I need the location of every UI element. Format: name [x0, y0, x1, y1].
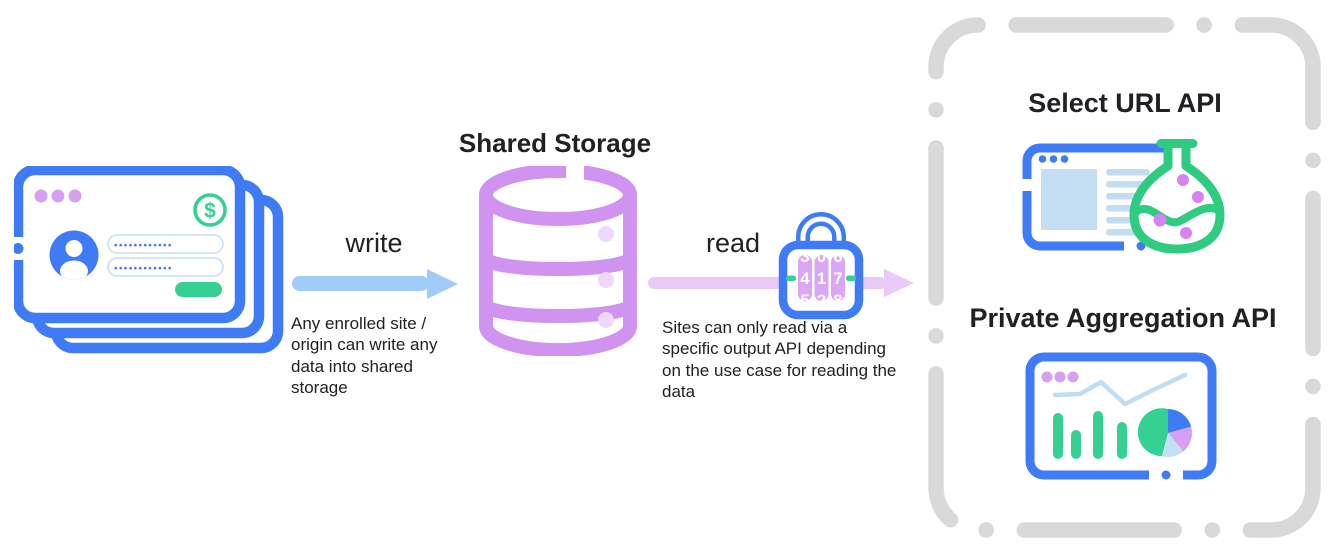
write-arrow-head-icon	[427, 269, 458, 299]
lock-wheel-1[interactable]	[798, 255, 812, 301]
window-dot-icon	[1049, 155, 1058, 163]
border-gap	[1022, 179, 1032, 191]
wheel2-current-digit: 1	[817, 269, 826, 288]
db-separator-2	[479, 298, 637, 323]
db-top	[479, 166, 637, 226]
db-dot-icon	[598, 272, 614, 288]
flask-bubble-icon	[1180, 227, 1192, 239]
lock-dash-right	[846, 275, 856, 281]
password-field-2-value: ••••••••••••	[114, 264, 173, 275]
password-field-2[interactable]	[107, 257, 224, 277]
window-dot-icon	[1054, 371, 1066, 383]
private-aggregation-api-title: Private Aggregation API	[969, 303, 1277, 333]
content-block	[1041, 169, 1097, 230]
wheel1-next-digit: 5	[800, 291, 809, 310]
border-dot	[14, 243, 24, 254]
flask-liquid-wave	[1131, 203, 1223, 227]
private-aggregation-api-icon	[1025, 352, 1217, 482]
output-apis-container	[928, 17, 1321, 538]
db-separator-1	[479, 251, 637, 276]
password-field-1[interactable]	[107, 234, 224, 254]
pie-slice-lightblue	[1161, 433, 1184, 458]
enrolled-sites-windows-icon: $ •••••••••••• ••••••••••••	[14, 166, 284, 354]
dollar-badge-icon: $	[193, 193, 227, 227]
password-field-1-value: ••••••••••••	[114, 241, 173, 252]
wheel3-current-digit: 7	[833, 269, 842, 288]
wheel3-next-digit: 8	[833, 291, 842, 310]
read-arrow-head-icon	[884, 269, 914, 297]
read-label: read	[705, 228, 761, 258]
select-url-api-title: Select URL API	[1028, 88, 1222, 118]
bar-chart	[1053, 411, 1127, 459]
db-bottom	[479, 319, 637, 356]
db-dot-icon	[598, 226, 614, 242]
combination-lock-icon: 3 0 6 4 1 7 5 2 8	[778, 212, 864, 320]
wheel2-next-digit: 2	[817, 291, 826, 310]
write-label: write	[345, 228, 403, 258]
dollar-sign: $	[204, 200, 216, 223]
read-note: Sites can only read via a specific outpu…	[662, 318, 897, 402]
window-dot-icon	[34, 189, 48, 203]
write-note: Any enrolled site / origin can write any…	[291, 314, 438, 398]
lock-wheel-3[interactable]	[831, 255, 845, 301]
db-dot-icon	[598, 312, 614, 328]
window-dot-icon	[68, 189, 82, 203]
avatar	[49, 230, 99, 280]
wheel2-prev-digit: 0	[817, 247, 826, 266]
avatar-shoulders	[60, 260, 88, 280]
window-dot-icon	[51, 189, 65, 203]
avatar-head	[65, 240, 83, 257]
pie-slice-purple	[1168, 426, 1193, 452]
pie-slice-green	[1137, 408, 1168, 457]
flask-bubble-icon	[1177, 174, 1189, 186]
wheel3-prev-digit: 6	[833, 247, 842, 266]
lock-dash-left	[786, 275, 796, 281]
border-dot	[1161, 470, 1171, 480]
select-url-api-icon	[1022, 139, 1225, 254]
flask-bubble-icon	[1192, 191, 1204, 203]
pie-slice-blue	[1168, 409, 1192, 433]
db-top-gap	[566, 166, 584, 180]
database-icon	[479, 166, 637, 356]
window-dot-icon	[1041, 371, 1053, 383]
dashed-border	[928, 17, 1321, 538]
write-arrow	[292, 276, 429, 291]
window-dot-icon	[1038, 155, 1047, 163]
wheel1-current-digit: 4	[800, 269, 810, 288]
lock-wheel-2[interactable]	[814, 255, 829, 301]
flask-bubble-icon	[1153, 213, 1167, 227]
wheel1-prev-digit: 3	[800, 247, 809, 266]
window-dot-icon	[1060, 155, 1069, 163]
line-chart	[1052, 372, 1188, 407]
submit-button[interactable]	[175, 282, 222, 297]
window-dot-icon	[1067, 371, 1079, 383]
shared-storage-title: Shared Storage	[458, 128, 652, 158]
flask-icon	[1129, 139, 1225, 254]
lock-shackle-core	[800, 216, 842, 261]
pie-chart	[1137, 408, 1193, 458]
